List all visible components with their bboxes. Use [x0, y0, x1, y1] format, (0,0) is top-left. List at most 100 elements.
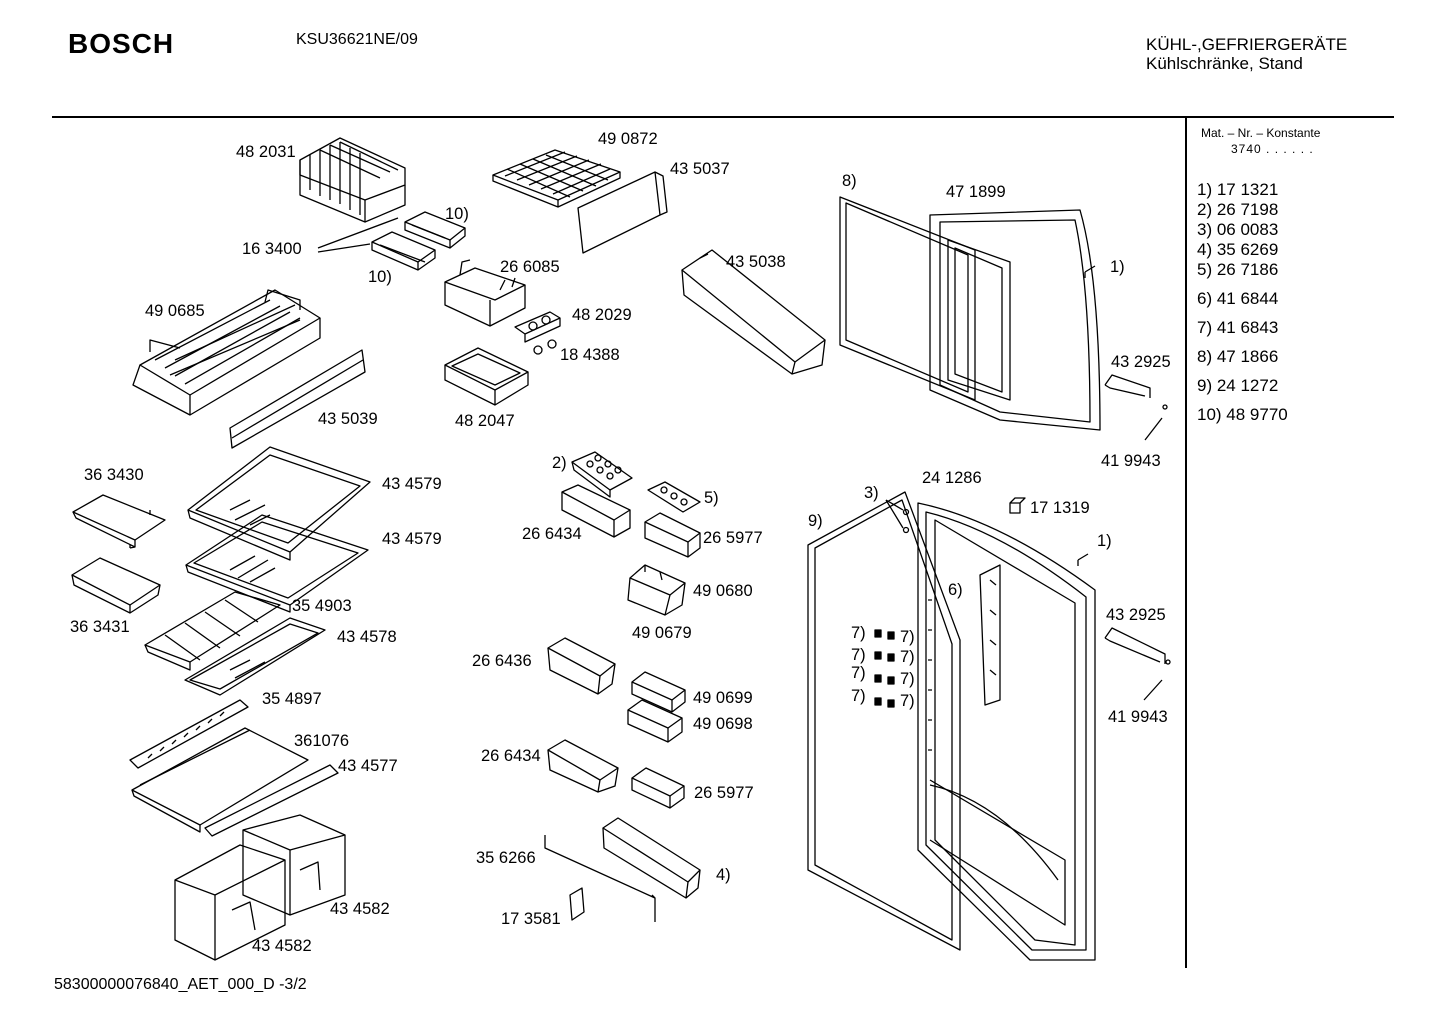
part-number-label: 35 4903 [292, 597, 352, 615]
small-shelf-part [72, 494, 166, 549]
category-title: KÜHL-,GEFRIERGERÄTE [1146, 35, 1348, 54]
drawer-front-part [229, 349, 366, 449]
header-divider [52, 116, 1394, 118]
part-number-label: 26 6085 [500, 258, 560, 276]
part-number-label: 361076 [294, 732, 350, 750]
reference-item: 2) 26 7198 [1197, 200, 1279, 219]
part-number-label: 7) [851, 624, 866, 642]
sidebar-heading: Mat. – Nr. – Konstante [1201, 126, 1321, 140]
door-box-5-part [631, 767, 685, 809]
part-number-label: 17 3581 [501, 910, 561, 928]
part-number-label: 7) [900, 628, 915, 646]
knob-plate-part [514, 311, 561, 355]
reference-item: 10) 48 9770 [1197, 405, 1288, 424]
shelf-strip-part [129, 699, 249, 769]
part-number-label: 49 0872 [598, 130, 658, 148]
reference-item: 7) 41 6843 [1197, 318, 1279, 337]
clip-part [569, 887, 585, 921]
door-tray-2-part [547, 739, 619, 793]
hinge-screw-2-icon [1077, 553, 1089, 566]
part-number-label: 3) [864, 484, 879, 502]
part-number-label: 41 9943 [1108, 708, 1168, 726]
part-number-label: 43 4579 [382, 530, 442, 548]
part-number-label: 26 6434 [522, 525, 582, 543]
hinge-screw-icon [1084, 265, 1096, 278]
reference-item: 5) 26 7186 [1197, 260, 1279, 279]
freezer-drawer-part [132, 289, 321, 416]
part-number-label: 43 5037 [670, 160, 730, 178]
document-id: 58300000076840_AET_000_D -3/2 [54, 976, 307, 993]
part-number-label: 48 2029 [572, 306, 632, 324]
part-number-label: 49 0679 [632, 624, 692, 642]
part-number-label: 26 6436 [472, 652, 532, 670]
ice-cube-trays-part [317, 211, 466, 271]
part-number-label: 43 2925 [1111, 353, 1171, 371]
part-number-label: 35 6266 [476, 849, 536, 867]
part-number-label: 43 4582 [252, 937, 312, 955]
part-number-label: 43 4582 [330, 900, 390, 918]
part-number-label: 7) [851, 646, 866, 664]
part-number-label: 48 2031 [236, 143, 296, 161]
part-number-label: 17 1319 [1030, 499, 1090, 517]
part-number-label: 7) [900, 670, 915, 688]
glass-shelf-3-part [184, 617, 326, 696]
reference-item: 4) 35 6269 [1197, 240, 1279, 259]
part-number-label: 6) [948, 581, 963, 599]
part-number-label: 9) [808, 512, 823, 530]
door-box-4-part [627, 699, 683, 743]
small-screws-part [885, 499, 910, 534]
handle-2-part [1104, 627, 1171, 701]
part-number-label: 7) [900, 648, 915, 666]
model-number: KSU36621NE/09 [296, 31, 418, 48]
crisper-drawer-part [174, 814, 346, 961]
small-box-part [71, 557, 161, 614]
part-number-label: 35 4897 [262, 690, 322, 708]
shelf-cover-part [144, 591, 281, 671]
part-number-label: 47 1899 [946, 183, 1006, 201]
part-number-label: 43 4579 [382, 475, 442, 493]
part-number-label: 49 0699 [693, 689, 753, 707]
part-number-label: 26 5977 [703, 529, 763, 547]
part-number-label: 1) [1097, 532, 1112, 550]
part-number-label: 43 5038 [726, 253, 786, 271]
part-number-label: 36 3431 [70, 618, 130, 636]
part-number-label: 26 6434 [481, 747, 541, 765]
bottle-bin-part [602, 817, 701, 899]
door-tray-part [547, 637, 616, 695]
part-number-label: 1) [1110, 258, 1125, 276]
door-box-part [561, 484, 631, 538]
sidebar-divider [1185, 118, 1187, 968]
hinge-cover-icon [1009, 497, 1026, 514]
part-number-label: 7) [900, 692, 915, 710]
wire-rod-part [544, 835, 656, 922]
reference-item: 6) 41 6844 [1197, 289, 1279, 308]
part-number-label: 43 4577 [338, 757, 398, 775]
freezer-flap-part [577, 171, 668, 254]
part-number-label: 36 3430 [84, 466, 144, 484]
brand-logo: BOSCH [68, 28, 175, 59]
crisper-cover-part [131, 727, 339, 837]
part-number-label: 49 0680 [693, 582, 753, 600]
door-box-3-part [631, 671, 686, 713]
reference-item: 3) 06 0083 [1197, 220, 1279, 239]
part-number-label: 49 0698 [693, 715, 753, 733]
reference-item: 8) 47 1866 [1197, 347, 1279, 366]
part-number-label: 16 3400 [242, 240, 302, 258]
reference-item: 1) 17 1321 [1197, 180, 1279, 199]
part-number-label: 7) [851, 687, 866, 705]
part-number-label: 43 5039 [318, 410, 378, 428]
bottle-holder-part [627, 564, 686, 616]
door-spacers-part [874, 629, 895, 708]
part-number-label: 49 0685 [145, 302, 205, 320]
fridge-door-gasket-part [807, 491, 961, 951]
part-number-label: 5) [704, 489, 719, 507]
freezer-door-part [929, 209, 1101, 431]
part-number-label: 43 2925 [1106, 606, 1166, 624]
glass-shelf-part [187, 446, 371, 561]
part-number-label: 48 2047 [455, 412, 515, 430]
ice-box-part [444, 259, 526, 327]
sidebar-value: 3740 . . . . . . [1231, 142, 1314, 156]
freezer-grid-shelf-part [492, 149, 621, 208]
